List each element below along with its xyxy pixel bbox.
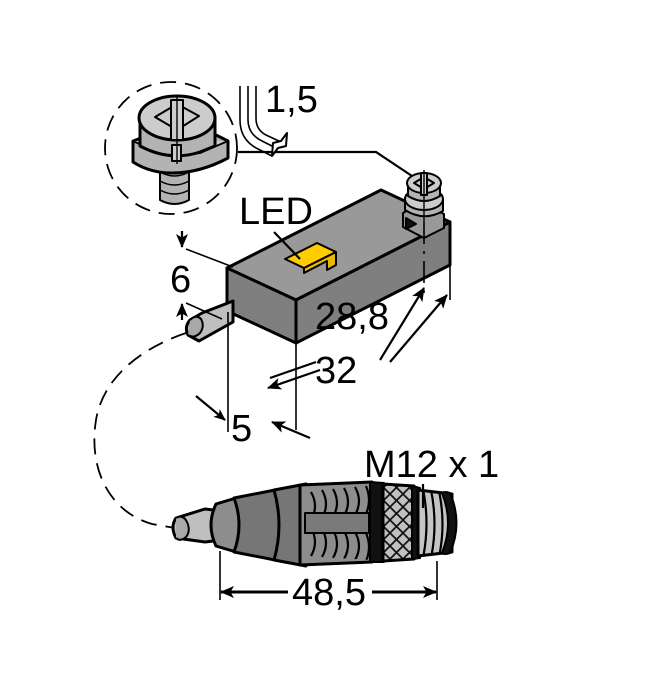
connector-knurled-collar: [381, 482, 416, 563]
detail-leader-line: [238, 150, 422, 183]
cable-lead-end: [175, 515, 190, 541]
sensor-mounting-screw: [402, 170, 445, 239]
cable-stub-end: [187, 315, 204, 338]
screw-head: [137, 94, 217, 164]
dimension-height-6: 6: [170, 231, 234, 320]
connector-end-cap: [441, 491, 458, 555]
led-label: LED: [239, 191, 313, 233]
sensor-cable-stub: [184, 299, 235, 343]
allen-key-icon: [239, 86, 288, 157]
dimension-5-label: 5: [231, 408, 252, 450]
connector-thread-nose: [416, 488, 458, 558]
dimension-48-5: 48,5: [219, 551, 438, 614]
dimension-5: 5: [195, 312, 311, 450]
dimension-32: 32: [267, 265, 451, 392]
dimension-28-8-label: 28,8: [315, 296, 389, 338]
led-indicator: [284, 242, 337, 274]
dimension-48-5-label: 48,5: [292, 572, 366, 614]
thread-spec-label: M12 x 1: [364, 444, 499, 486]
cable-route-phantom: [93, 332, 187, 529]
m12-connector-assembly: [171, 480, 458, 568]
dimension-28-8: 28,8: [269, 222, 425, 430]
dimension-6-label: 6: [170, 259, 191, 301]
detail-circle-boundary: [104, 81, 238, 215]
screw-detail-view: [104, 81, 238, 215]
connector-backshell: [272, 482, 308, 568]
connector-strain-relief: [232, 488, 282, 562]
hex-key-size-label: 1,5: [265, 79, 318, 121]
connector-grip-ribs: [304, 485, 371, 560]
led-leader-line: [273, 231, 301, 260]
led-side: [303, 251, 337, 274]
dimension-32-label: 32: [315, 350, 357, 392]
